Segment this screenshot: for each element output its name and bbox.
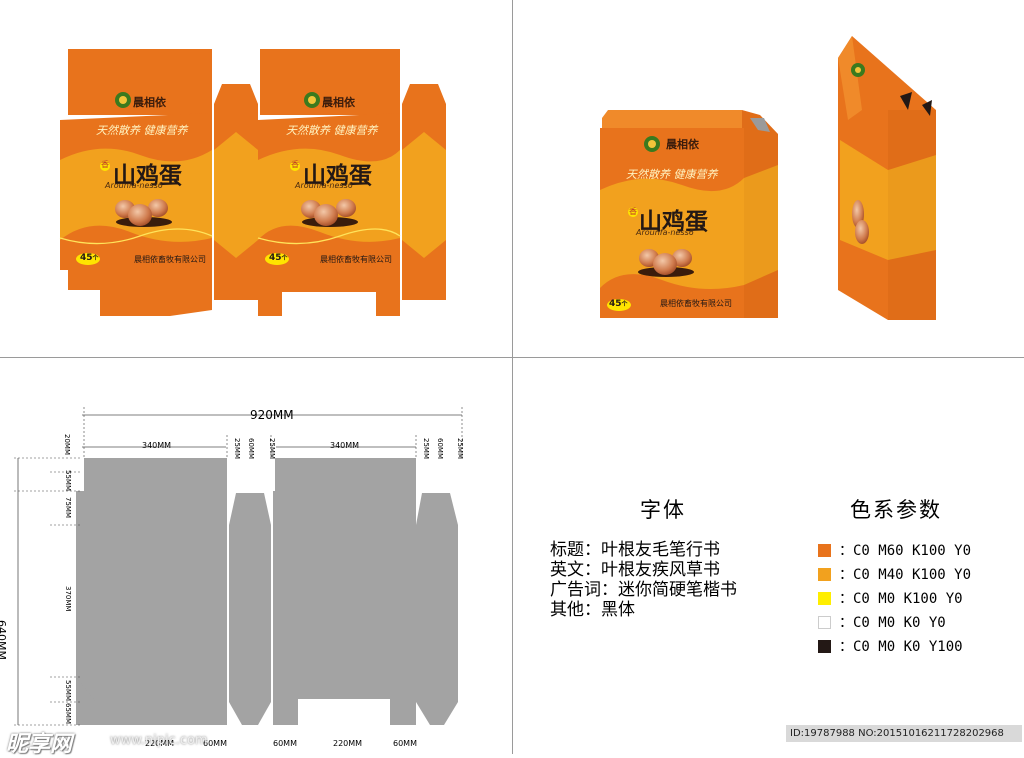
english-name-2: Arounfa-ness6 bbox=[295, 181, 353, 190]
box-mockup-side bbox=[838, 36, 936, 320]
font-item-slogan: 广告词：迷你简硬笔楷书 bbox=[550, 580, 737, 600]
count-badge-shape-2 bbox=[265, 253, 289, 265]
box-3d-mockups bbox=[600, 36, 936, 320]
dim-side-width-1: 60MM bbox=[247, 438, 255, 459]
color-row-white: ：C0 M0 K0 Y0 bbox=[818, 610, 971, 634]
front-panel-die-2 bbox=[273, 491, 416, 725]
top-flap-1 bbox=[84, 458, 227, 491]
dim-tuck: 75MM bbox=[64, 497, 72, 518]
mockup-brand: 晨相依 bbox=[666, 138, 699, 151]
font-item-title: 标题：叶根友毛笔行书 bbox=[550, 540, 720, 560]
count-badge-1: 45个 bbox=[80, 253, 99, 263]
mockup-product-name: 山鸡蛋 bbox=[639, 209, 708, 235]
color-row-yellow: ：C0 M0 K100 Y0 bbox=[818, 586, 971, 610]
color-swatch-list: ：C0 M60 K100 Y0 ：C0 M40 K100 Y0 ：C0 M0 K… bbox=[818, 538, 971, 658]
side-panel-die-2 bbox=[416, 493, 458, 725]
dim-flap-gap-1: 25MM bbox=[233, 438, 241, 459]
front-panel-1 bbox=[59, 49, 213, 316]
quadrant-divider-vertical bbox=[512, 0, 513, 754]
brand-logo-text-1: 晨相依 bbox=[133, 96, 166, 109]
dim-body-height: 370MM bbox=[64, 586, 72, 612]
dim-total-height: 640MM bbox=[0, 620, 8, 660]
watermark-logo: 昵享网 bbox=[6, 732, 73, 757]
dim-front-width-2: 340MM bbox=[330, 441, 360, 450]
english-name-1: Arounfa-ness6 bbox=[105, 181, 163, 190]
product-name-2: 山鸡蛋 bbox=[303, 163, 372, 189]
dim-flap-gap-3: 25MM bbox=[422, 438, 430, 459]
prefix-badge-2: 香 bbox=[291, 160, 299, 169]
dim-flap-gap-4: 25MM bbox=[456, 438, 464, 459]
mockup-english-name: Arounfa-ness6 bbox=[636, 228, 694, 237]
side-panel-die-1 bbox=[229, 493, 271, 725]
prefix-badge-shape-1 bbox=[100, 161, 110, 171]
font-item-english: 英文：叶根友疾风草书 bbox=[550, 560, 720, 580]
eggs-illustration-1 bbox=[115, 199, 172, 227]
mockup-company: 晨相依畜牧有限公司 bbox=[660, 299, 732, 308]
dim-flap-gap-2: 25MM bbox=[268, 438, 276, 459]
watermark-url: www.nipic.com bbox=[110, 733, 208, 748]
fonts-heading: 字体 bbox=[640, 498, 686, 522]
count-badge-shape-1 bbox=[76, 253, 100, 265]
dim-bottom-side-1: 60MM bbox=[203, 739, 227, 748]
brand-logo-text-2: 晨相依 bbox=[322, 96, 355, 109]
slogan-2: 天然散养 健康营养 bbox=[286, 124, 378, 137]
quadrant-divider-horizontal bbox=[0, 357, 1024, 358]
color-row-light-orange: ：C0 M40 K100 Y0 bbox=[818, 562, 971, 586]
top-flap-2 bbox=[275, 458, 416, 491]
swatch-white bbox=[818, 615, 831, 629]
swatch-light-orange bbox=[818, 567, 831, 581]
prefix-badge-shape-2 bbox=[290, 161, 300, 171]
dim-bottom-side-2: 60MM bbox=[273, 739, 297, 748]
color-row-orange: ：C0 M60 K100 Y0 bbox=[818, 538, 971, 562]
count-badge-2: 45个 bbox=[269, 253, 288, 263]
dim-bottom-mid-2: 220MM bbox=[333, 739, 363, 748]
box-mockup-front bbox=[600, 110, 778, 318]
dim-total-width: 920MM bbox=[250, 408, 294, 422]
fonts-list: 标题：叶根友毛笔行书 英文：叶根友疾风草书 广告词：迷你简硬笔楷书 其他：黑体 bbox=[550, 540, 737, 620]
colors-heading: 色系参数 bbox=[850, 498, 942, 522]
prefix-badge-1: 香 bbox=[101, 160, 109, 169]
mockup-slogan: 天然散养 健康营养 bbox=[626, 168, 718, 181]
company-name-1: 晨相依畜牧有限公司 bbox=[134, 255, 206, 264]
dim-front-width-1: 340MM bbox=[142, 441, 172, 450]
dim-bottom-side-3: 60MM bbox=[393, 739, 417, 748]
company-name-2: 晨相依畜牧有限公司 bbox=[320, 255, 392, 264]
front-panel-2 bbox=[257, 49, 401, 316]
side-panel-1 bbox=[214, 84, 258, 300]
dim-bottom-b: 65MM bbox=[64, 703, 72, 724]
slogan-1: 天然散养 健康营养 bbox=[96, 124, 188, 137]
mockup-prefix-badge: 香 bbox=[629, 207, 637, 216]
swatch-black bbox=[818, 639, 831, 653]
box-flat-artwork bbox=[59, 49, 446, 316]
dim-bottom-mid-1: 220MM bbox=[145, 739, 175, 748]
dim-top-flap: 55MM bbox=[64, 470, 72, 491]
eggs-illustration-2 bbox=[301, 199, 358, 227]
swatch-yellow bbox=[818, 591, 831, 605]
dim-side-width-2: 60MM bbox=[436, 438, 444, 459]
dim-bottom-a: 55MM bbox=[64, 680, 72, 701]
dim-glue-flap: 20MM bbox=[63, 434, 71, 455]
font-item-other: 其他：黑体 bbox=[550, 600, 635, 620]
mockup-count-badge: 45个 bbox=[609, 299, 628, 309]
product-name-1: 山鸡蛋 bbox=[113, 163, 182, 189]
dieline-diagram bbox=[14, 407, 463, 726]
image-credit-id: ID:19787988 NO:20151016211728202968 bbox=[786, 725, 1022, 742]
side-panel-2 bbox=[402, 84, 446, 300]
color-row-black: ：C0 M0 K0 Y100 bbox=[818, 634, 971, 658]
swatch-orange bbox=[818, 543, 831, 557]
